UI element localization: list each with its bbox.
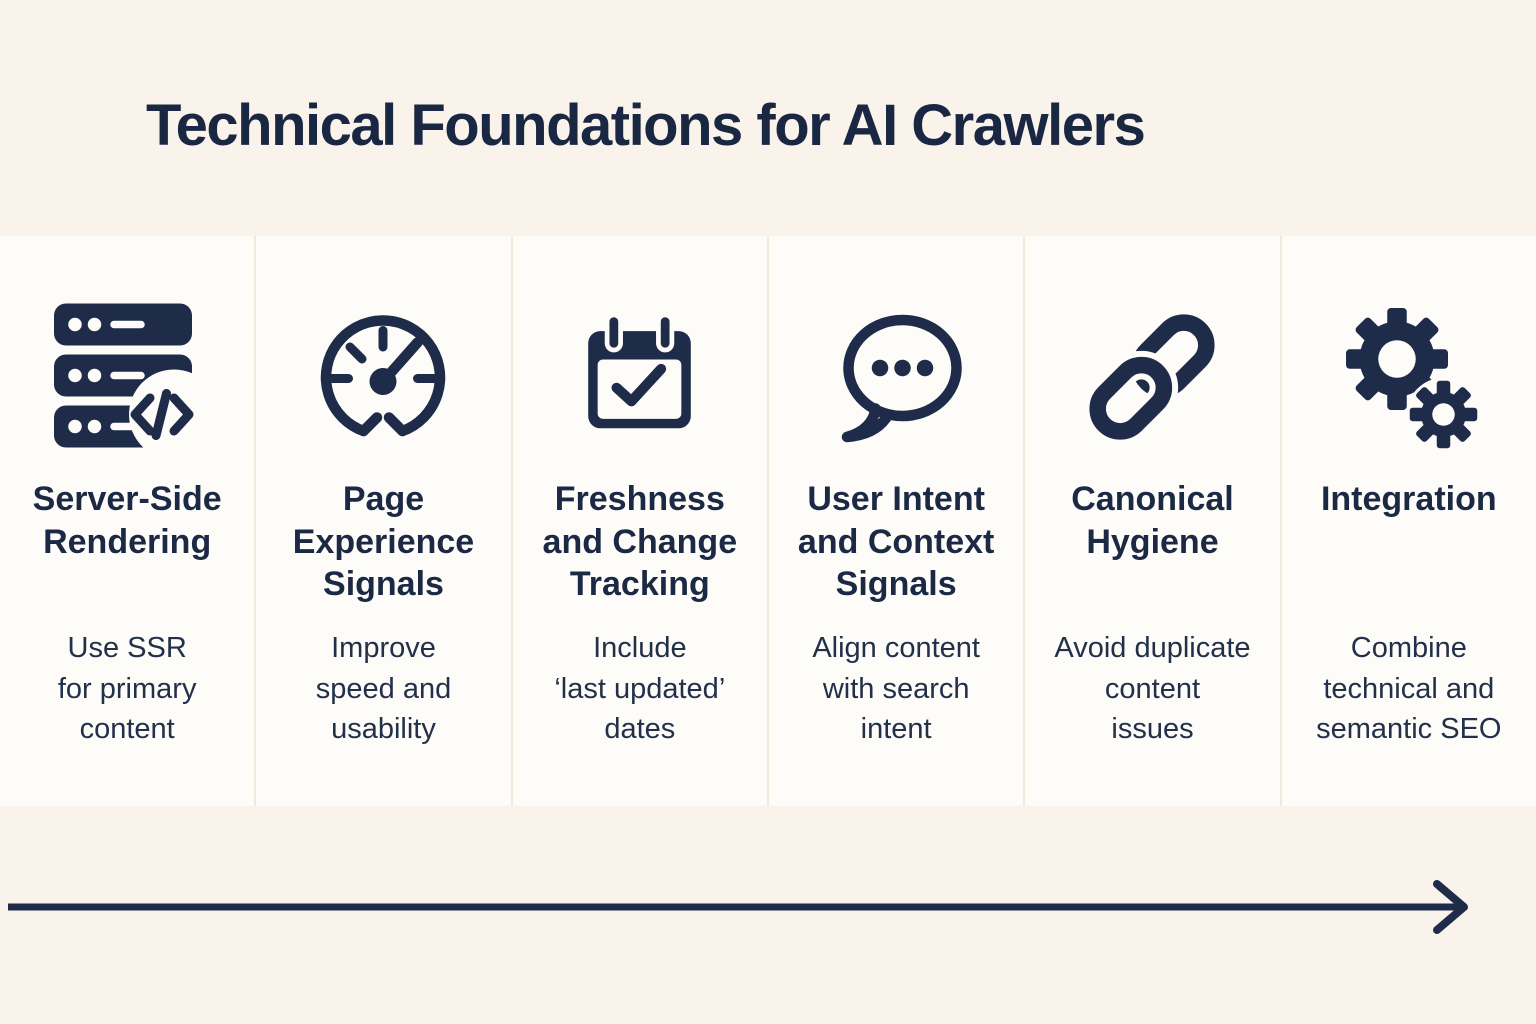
card-title: Integration	[1320, 480, 1497, 518]
gears-icon	[1345, 308, 1481, 452]
calendar-check-icon	[588, 312, 692, 429]
card-description: Improve speed and usability	[315, 632, 452, 746]
card-description: Combine technical and semantic SEO	[1316, 632, 1502, 746]
card-description: Use SSR for primary content	[57, 632, 197, 746]
card-canonical-hygiene: Canonical Hygiene Avoid duplicate conten…	[1025, 236, 1282, 806]
speedometer-icon	[321, 315, 446, 437]
card-integration: Integration Combine technical and semant…	[1281, 236, 1536, 806]
card-description: Align content with search intent	[812, 632, 980, 746]
cards-row: Server-Side Rendering Use SSR for primar…	[0, 236, 1536, 806]
page-title: Technical Foundations for AI Crawlers	[146, 93, 1146, 158]
chain-link-icon	[1083, 314, 1216, 446]
card-user-intent-context-signals: User Intent and Context Signals Align co…	[768, 236, 1026, 806]
card-title: Page Experience Signals	[292, 480, 475, 603]
card-title: Freshness and Change Tracking	[542, 480, 738, 603]
chat-bubble-icon	[841, 314, 962, 443]
card-server-side-rendering: Server-Side Rendering Use SSR for primar…	[0, 236, 257, 806]
card-description: Include ‘last updated’ dates	[554, 632, 726, 746]
card-title: Server-Side Rendering	[32, 480, 222, 561]
server-code-icon	[53, 303, 210, 452]
right-arrow	[8, 880, 1468, 934]
card-title: Canonical Hygiene	[1071, 480, 1234, 561]
card-description: Avoid duplicate content issues	[1054, 632, 1251, 746]
card-freshness-change-tracking: Freshness and Change Tracking Include ‘l…	[512, 236, 769, 806]
card-title: User Intent and Context Signals	[797, 480, 995, 603]
card-page-experience-signals: Page Experience Signals Improve speed an…	[256, 236, 513, 806]
